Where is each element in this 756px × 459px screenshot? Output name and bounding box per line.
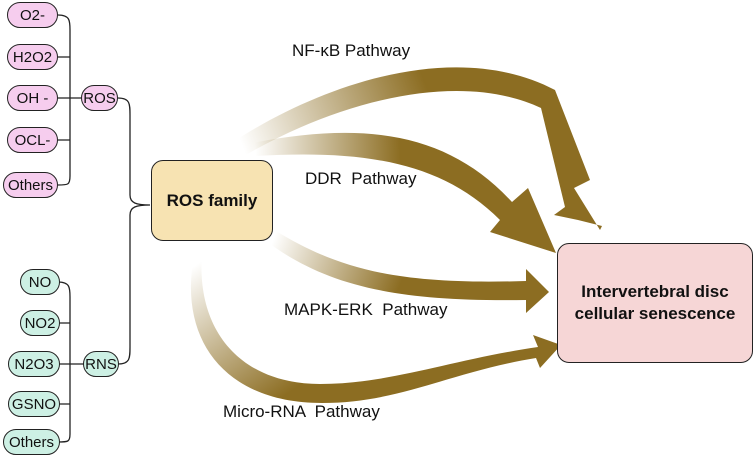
pathway-label-mapk-erk: MAPK-ERK Pathway <box>284 300 448 319</box>
pathway-label-ddr: DDR Pathway <box>305 169 417 188</box>
rns-item-n2o3: N2O3 <box>8 351 60 377</box>
rns-item-no2: NO2 <box>20 310 60 336</box>
target-box: Intervertebral disc cellular senescence <box>557 243 753 363</box>
target-label-line-2: cellular senescence <box>574 304 736 323</box>
ros-item-o2: O2- <box>7 2 58 28</box>
micro-rna-pathway-arrow <box>190 254 561 403</box>
rns-tree-connector <box>57 281 84 443</box>
ros-item-h2o2: H2O2 <box>7 44 58 70</box>
pathway-label-micro-rna: Micro-RNA Pathway <box>223 402 380 421</box>
rns-item-others: Others <box>3 429 60 455</box>
target-label-line-1: Intervertebral disc <box>581 282 729 301</box>
ddr-pathway-arrow <box>252 132 556 253</box>
nfkb-pathway-arrow <box>236 67 602 230</box>
ros-family-box: ROS family <box>151 160 273 241</box>
rns-group-label: RNS <box>83 351 119 377</box>
ros-item-oh: OH - <box>7 85 58 111</box>
ros-item-ocl: OCL- <box>7 127 58 153</box>
ros-group-label: ROS <box>81 85 118 111</box>
hub-brace-connector <box>117 97 151 365</box>
rns-item-no: NO <box>20 269 60 295</box>
pathway-label-nfkb: NF-κB Pathway <box>292 41 411 60</box>
rns-item-gsno: GSNO <box>8 391 60 417</box>
ros-item-others: Others <box>3 172 58 198</box>
mapk-erk-pathway-arrow <box>270 231 549 313</box>
ros-tree-connector <box>57 14 84 186</box>
